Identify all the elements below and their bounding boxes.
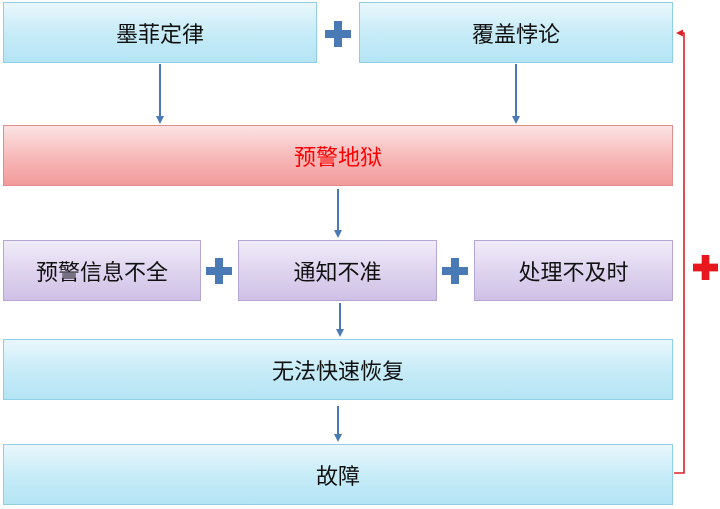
node-alert-incomplete-label: 预警信息不全 bbox=[35, 260, 168, 286]
node-slow-recovery: 无法快速恢复 bbox=[3, 339, 673, 400]
plus-icon-row1 bbox=[325, 21, 351, 47]
node-failure: 故障 bbox=[3, 444, 673, 505]
node-not-timely-label: 处理不及时 bbox=[518, 260, 629, 286]
node-coverage-paradox: 覆盖悖论 bbox=[359, 2, 673, 63]
node-notify-inaccurate-label: 通知不准 bbox=[293, 260, 382, 286]
node-slow-recovery-label: 无法快速恢复 bbox=[271, 359, 404, 385]
node-murphy-law: 墨菲定律 bbox=[3, 2, 317, 63]
node-alert-incomplete: 预警信息不全 bbox=[3, 240, 201, 301]
node-alert-hell: 预警地狱 bbox=[3, 125, 673, 186]
feedback-loop-failure-to-coverage bbox=[674, 29, 685, 474]
node-not-timely: 处理不及时 bbox=[474, 240, 673, 301]
node-murphy-law-label: 墨菲定律 bbox=[115, 22, 204, 48]
plus-icon-feedback-red bbox=[693, 255, 718, 280]
node-failure-label: 故障 bbox=[315, 464, 360, 490]
node-notify-inaccurate: 通知不准 bbox=[238, 240, 437, 301]
node-coverage-paradox-label: 覆盖悖论 bbox=[471, 22, 560, 48]
node-alert-hell-label: 预警地狱 bbox=[293, 145, 382, 171]
plus-icon-row3-left bbox=[206, 258, 232, 284]
plus-icon-row3-right bbox=[442, 258, 468, 284]
